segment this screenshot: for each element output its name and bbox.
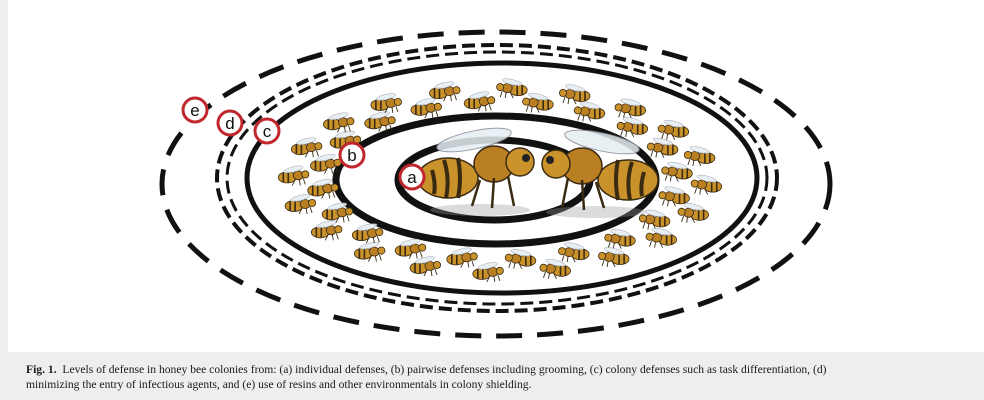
worker-bee xyxy=(646,227,677,248)
worker-bee xyxy=(691,174,722,195)
worker-bee xyxy=(605,228,636,249)
worker-bee xyxy=(574,100,605,121)
label-b-badge: b xyxy=(340,143,364,167)
label-e-badge: e xyxy=(183,98,207,122)
worker-bee xyxy=(617,116,648,137)
ring-e xyxy=(162,32,830,336)
worker-bee xyxy=(523,92,554,113)
worker-bee xyxy=(278,164,309,185)
worker-bee xyxy=(684,145,715,166)
worker-bee xyxy=(354,241,385,262)
worker-bee xyxy=(410,255,441,276)
figure-caption: Fig. 1. Levels of defense in honey bee c… xyxy=(26,362,982,392)
worker-bee xyxy=(285,193,316,214)
label-e-text: e xyxy=(190,101,199,120)
worker-bee xyxy=(371,92,402,113)
worker-bee xyxy=(615,97,646,118)
worker-bee xyxy=(464,90,495,111)
worker-bee xyxy=(311,153,342,174)
caption-line-2: minimizing the entry of infectious agent… xyxy=(26,377,982,392)
label-a-badge: a xyxy=(400,165,424,189)
worker-bee xyxy=(473,261,504,282)
worker-bee xyxy=(559,241,590,262)
worker-bee xyxy=(599,246,630,267)
caption-text-1: Levels of defense in honey bee colonies … xyxy=(62,363,826,376)
worker-bee xyxy=(505,248,536,269)
worker-bee xyxy=(365,110,396,131)
worker-bee xyxy=(291,136,322,157)
central-bee-left xyxy=(418,123,534,216)
worker-bee xyxy=(658,119,689,140)
worker-bee xyxy=(395,238,426,259)
label-c-text: c xyxy=(263,122,272,141)
worker-bee xyxy=(430,80,461,101)
label-b-text: b xyxy=(347,146,356,165)
worker-bee xyxy=(559,83,590,104)
label-d-text: d xyxy=(225,114,234,133)
caption-line-1: Fig. 1. Levels of defense in honey bee c… xyxy=(26,362,982,377)
worker-bee xyxy=(678,202,709,223)
label-a-text: a xyxy=(407,168,417,187)
worker-bee xyxy=(647,137,678,158)
worker-bee xyxy=(311,219,342,240)
worker-bee xyxy=(497,77,528,98)
worker-bee xyxy=(662,161,693,182)
worker-bee xyxy=(323,111,354,132)
caption-prefix: Fig. 1. xyxy=(26,363,57,376)
worker-bee xyxy=(447,246,478,267)
label-d-badge: d xyxy=(218,111,242,135)
worker-bee xyxy=(540,258,571,279)
worker-bee xyxy=(411,97,442,118)
defense-levels-diagram: e d c b a xyxy=(0,0,984,352)
label-c-badge: c xyxy=(255,119,279,143)
